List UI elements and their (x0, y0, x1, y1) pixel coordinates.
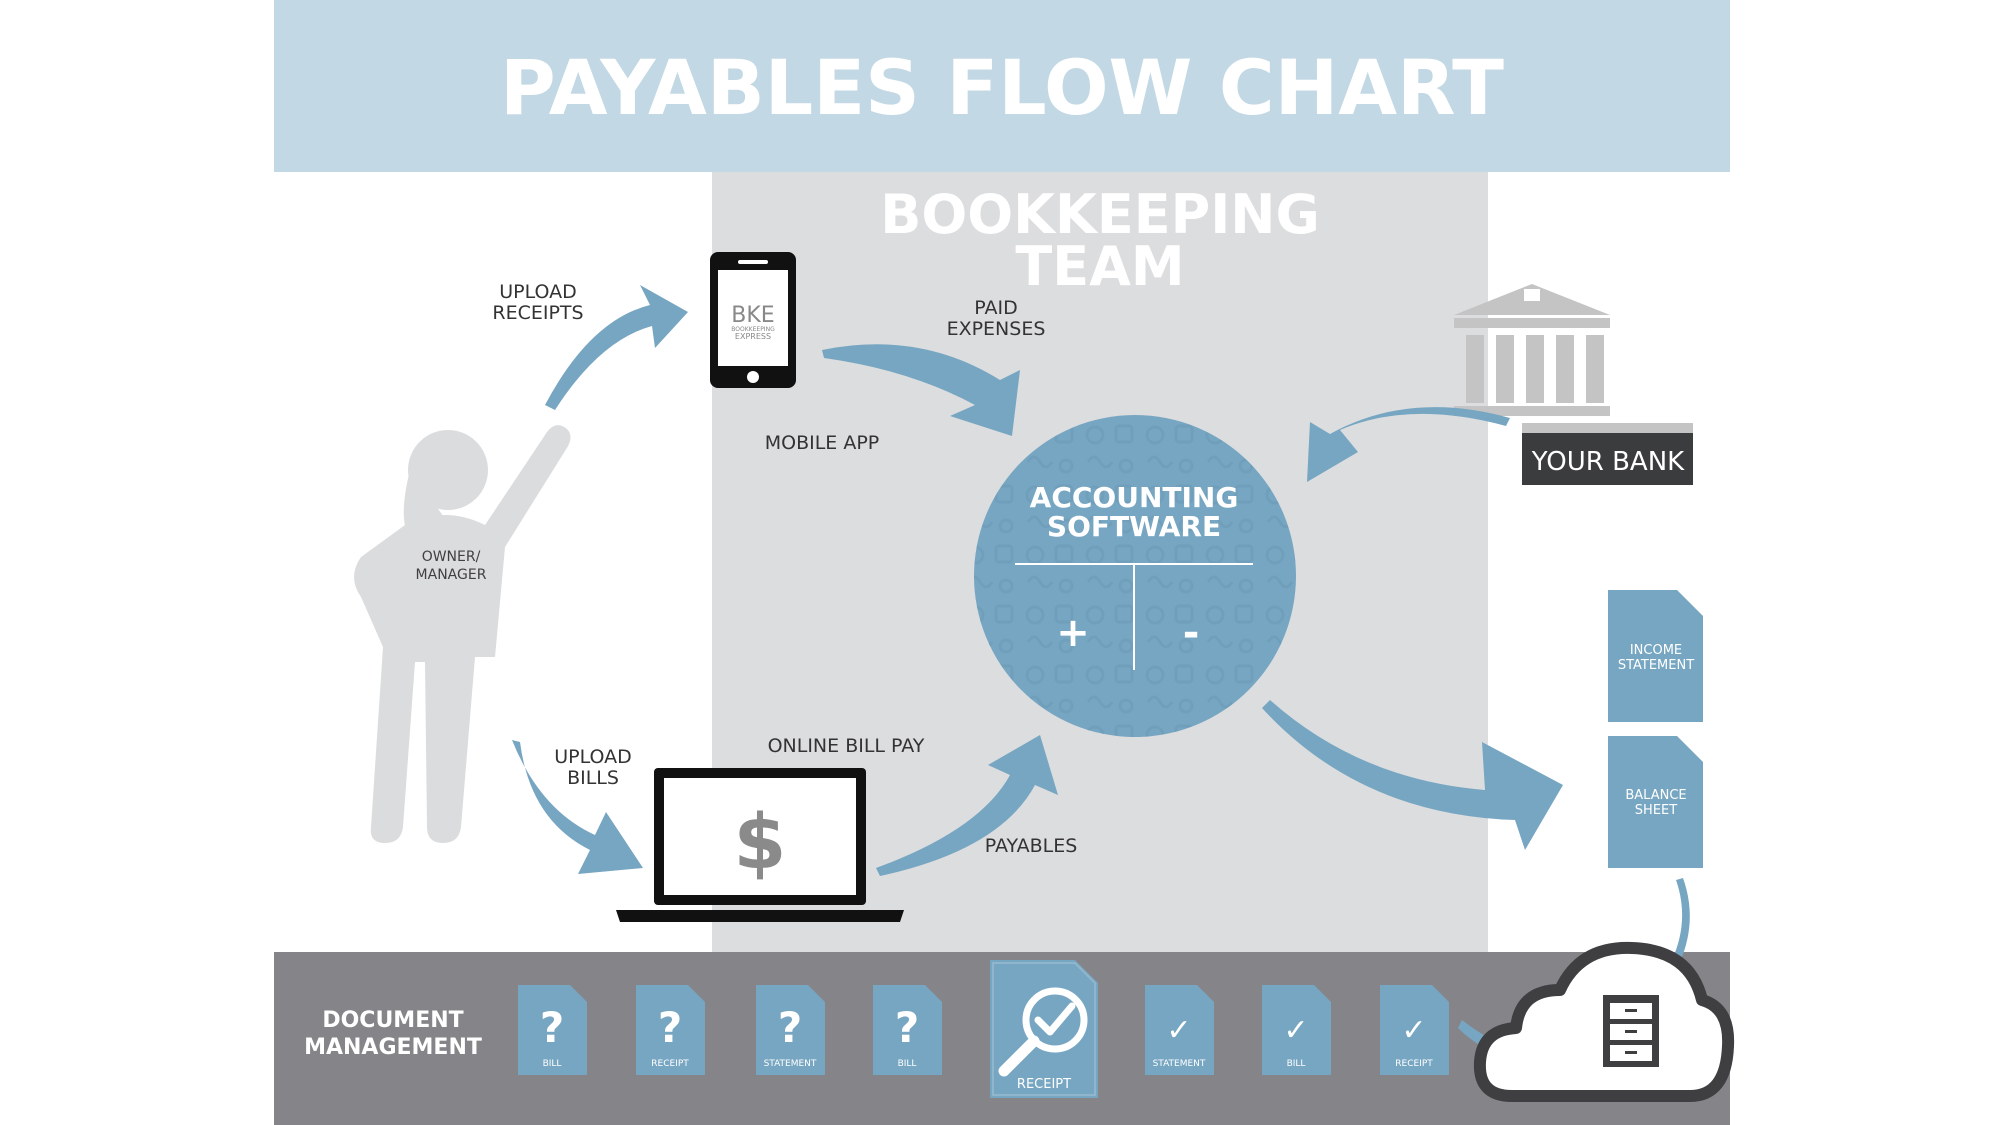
doc-receipt-unprocessed-1 (636, 985, 705, 1075)
doc-receipt-processed (1380, 985, 1449, 1075)
payables-arrow (876, 735, 1058, 876)
doc-bill-processed (1262, 985, 1331, 1075)
question-icon: ? (895, 1003, 919, 1052)
income-statement-doc (1608, 590, 1703, 722)
upload-bills-arrow (512, 740, 643, 874)
accounting-label-1: ACCOUNTING (1030, 481, 1239, 514)
paid-expenses-label-1: PAID (974, 297, 1017, 319)
your-bank-label: YOUR BANK (1531, 447, 1685, 477)
mobile-app-label: MOBILE APP (765, 432, 880, 454)
cloud-cabinet-icon (1473, 941, 1735, 1102)
doc-label: RECEIPT (1395, 1059, 1433, 1069)
mobile-phone-icon (710, 252, 796, 388)
header-band (274, 0, 1730, 172)
bank-to-software-arrow (1307, 407, 1510, 482)
phone-logo-sub1: BOOKKEEPING (731, 326, 775, 333)
doc-bill-unprocessed-2 (873, 985, 942, 1075)
owner-manager-label-1: OWNER/ (422, 549, 481, 565)
document-management-label-2: MANAGEMENT (304, 1035, 482, 1060)
question-icon: ? (658, 1003, 682, 1052)
balance-sheet-doc (1608, 736, 1703, 868)
online-bill-pay-label: ONLINE BILL PAY (768, 735, 925, 757)
your-bank-label-box (1522, 423, 1693, 485)
doc-label: RECEIPT (1017, 1077, 1071, 1092)
doc-label: STATEMENT (764, 1059, 817, 1069)
question-icon: ? (778, 1003, 802, 1052)
accounting-software-circle (974, 415, 1296, 737)
software-to-reports-arrow (1262, 700, 1563, 850)
doc-label: BILL (1287, 1059, 1306, 1069)
laptop-icon (616, 768, 904, 922)
check-icon: ✓ (1401, 1013, 1426, 1048)
phone-logo-sub2: EXPRESS (735, 332, 771, 341)
upload-receipts-arrow (545, 285, 688, 410)
balance-sheet-label-2: SHEET (1635, 803, 1677, 818)
paid-expenses-arrow (822, 344, 1020, 436)
doc-label: STATEMENT (1153, 1059, 1206, 1069)
debit-plus: + (1056, 610, 1090, 656)
doc-label: BILL (898, 1059, 917, 1069)
doc-statement-processed (1145, 985, 1214, 1075)
doc-label: BILL (543, 1059, 562, 1069)
bank-base (1522, 423, 1693, 433)
question-icon: ? (540, 1003, 564, 1052)
bookkeeping-team-line2: TEAM (1015, 235, 1184, 298)
page-title: PAYABLES FLOW CHART (500, 43, 1504, 132)
laptop-dollar-icon: $ (734, 797, 787, 886)
accounting-label-2: SOFTWARE (1047, 510, 1221, 543)
check-icon: ✓ (1166, 1013, 1191, 1048)
doc-bill-unprocessed-1 (518, 985, 587, 1075)
check-icon: ✓ (1283, 1013, 1308, 1048)
upload-receipts-label-2: RECEIPTS (492, 302, 583, 324)
owner-manager-figure (354, 425, 571, 843)
reports-to-cloud-arrow (1662, 878, 1690, 982)
doc-statement-unprocessed (756, 985, 825, 1075)
income-statement-label-2: STATEMENT (1618, 658, 1694, 673)
bank-icon (1454, 284, 1610, 416)
doc-label: RECEIPT (651, 1059, 689, 1069)
owner-manager-label-2: MANAGER (416, 567, 487, 583)
payables-label: PAYABLES (985, 835, 1078, 857)
document-management-label-1: DOCUMENT (322, 1008, 463, 1033)
paid-expenses-label-2: EXPENSES (947, 318, 1046, 340)
balance-sheet-label-1: BALANCE (1625, 788, 1686, 803)
upload-bills-label-1: UPLOAD (554, 746, 632, 768)
bookkeeping-team-line1: BOOKKEEPING (880, 183, 1320, 246)
upload-receipts-label-1: UPLOAD (499, 281, 577, 303)
magnifier-check-icon (998, 987, 1088, 1077)
credit-minus: - (1183, 610, 1200, 656)
phone-logo: BKE (731, 303, 774, 328)
upload-bills-label-2: BILLS (567, 767, 619, 789)
income-statement-label-1: INCOME (1630, 643, 1682, 658)
